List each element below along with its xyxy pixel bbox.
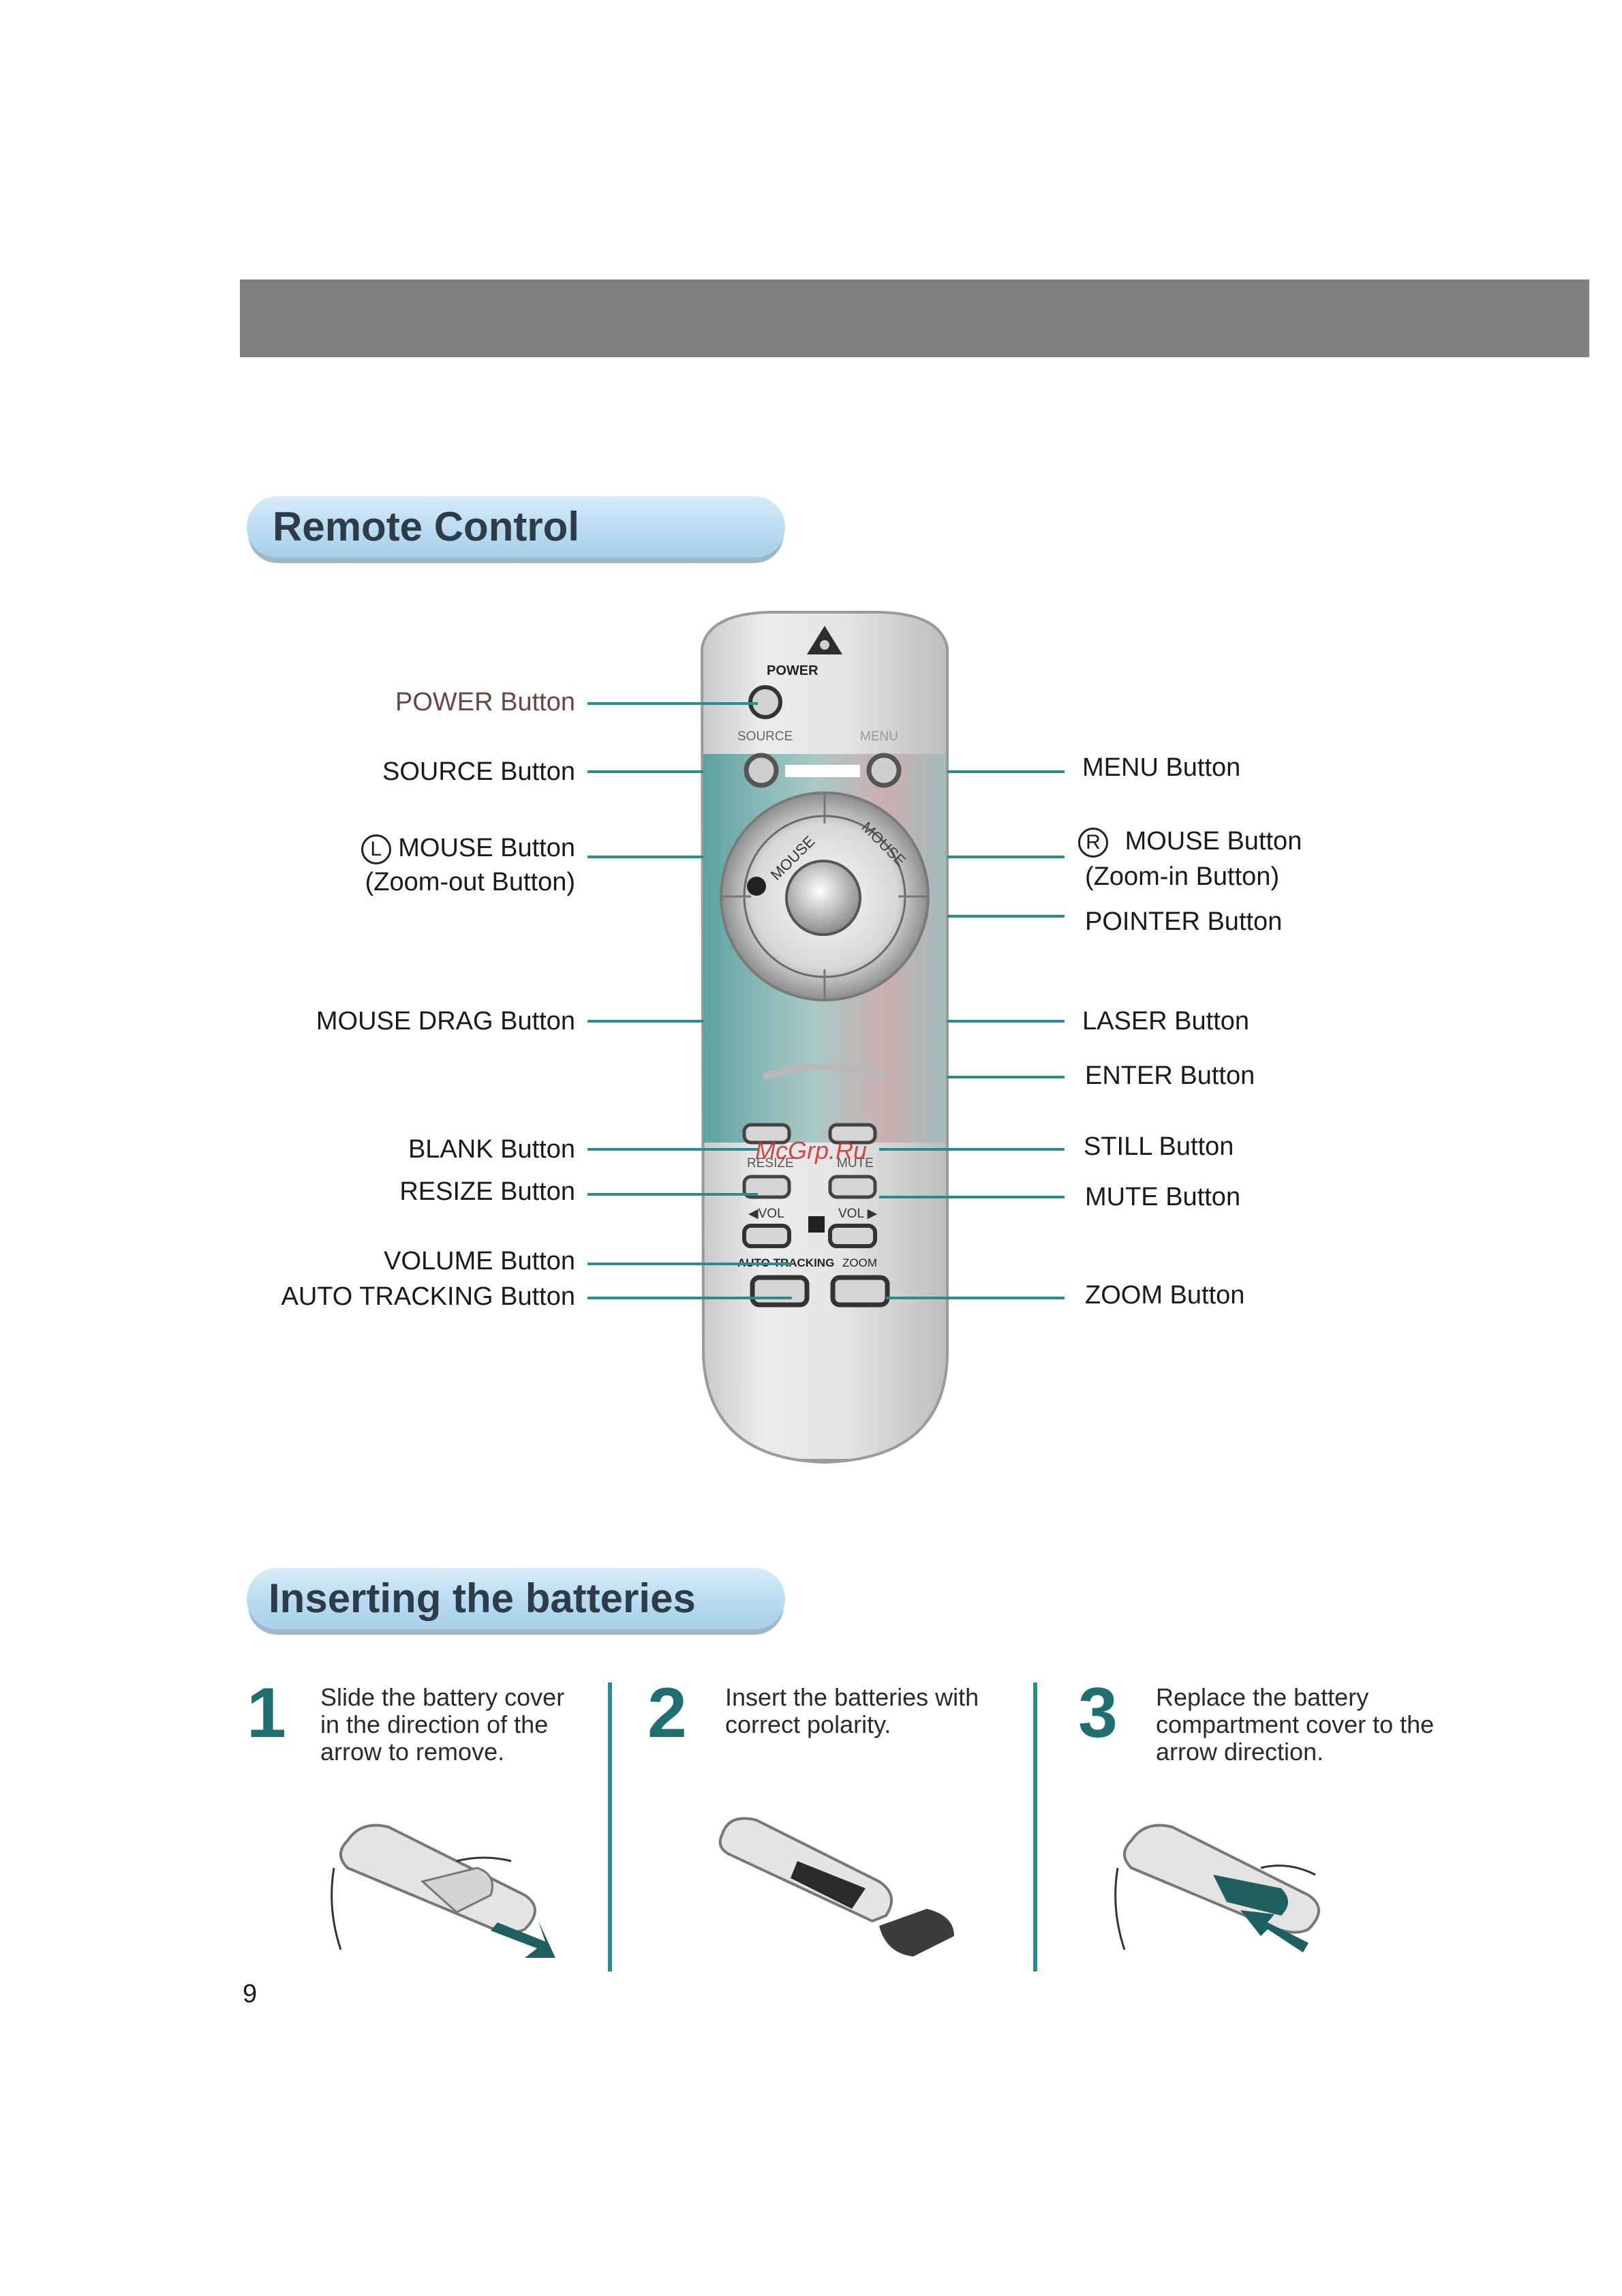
watermark: McGrp.Ru	[755, 1136, 867, 1164]
step-1-number: 1	[247, 1674, 286, 1753]
label-laser: LASER Button	[1082, 1007, 1250, 1036]
resize-key[interactable]	[742, 1175, 791, 1199]
label-blank: BLANK Button	[408, 1135, 575, 1164]
arrow-icon	[1240, 1910, 1309, 1952]
leader-laser	[947, 1020, 1065, 1023]
vol-down-label: ◀VOL	[748, 1207, 784, 1221]
arrow-icon	[491, 1921, 555, 1958]
header-bar	[240, 280, 1589, 357]
label-r-mouse-sub: (Zoom-in Button)	[1085, 862, 1280, 891]
zoom-key-label: ZOOM	[842, 1256, 877, 1269]
label-l-mouse: L MOUSE Button	[361, 833, 575, 864]
leader-still	[879, 1148, 1065, 1151]
r-badge-icon: R	[1078, 827, 1108, 858]
step-2-illustration	[718, 1817, 954, 1957]
leader-enter	[947, 1076, 1065, 1078]
laser-icon	[807, 626, 842, 654]
batteries-heading: Inserting the batteries	[247, 1568, 785, 1629]
leader-menu	[947, 770, 1065, 773]
leader-r-mouse	[947, 856, 1065, 858]
vol-down-key[interactable]	[742, 1224, 791, 1248]
step-1-text: Slide the battery cover in the direction…	[320, 1683, 565, 1766]
leader-resize	[587, 1193, 758, 1196]
label-auto-tracking: AUTO TRACKING Button	[281, 1282, 575, 1311]
pointer-key[interactable]	[785, 860, 861, 936]
label-enter: ENTER Button	[1085, 1061, 1255, 1090]
step-3-illustration	[1114, 1824, 1320, 1952]
leader-mouse-drag	[587, 1020, 703, 1023]
menu-key[interactable]	[866, 753, 902, 788]
source-key[interactable]	[744, 753, 779, 788]
step-3-text: Replace the battery compartment cover to…	[1156, 1683, 1435, 1766]
leader-auto-tracking	[587, 1297, 792, 1299]
menu-key-label: MENU	[860, 729, 898, 744]
source-key-label: SOURCE	[737, 729, 793, 744]
label-still: STILL Button	[1084, 1132, 1234, 1161]
vol-up-label: VOL ▶	[838, 1207, 878, 1221]
zoom-key[interactable]	[830, 1275, 890, 1308]
l-badge-icon: L	[361, 834, 391, 864]
label-r-mouse: R MOUSE Button	[1078, 826, 1302, 858]
step-divider-1	[608, 1682, 612, 1972]
leader-mute	[879, 1196, 1065, 1198]
label-l-mouse-sub: (Zoom-out Button)	[365, 868, 575, 896]
blank-key[interactable]	[742, 1123, 791, 1145]
leader-source	[587, 770, 703, 773]
remote-control-illustration: POWER SOURCE MENU MOUSE MOUSE RESIZE MUT…	[700, 611, 949, 1464]
leader-pointer	[947, 915, 1065, 918]
batteries-title: Inserting the batteries	[269, 1575, 696, 1621]
label-mouse-drag: MOUSE DRAG Button	[316, 1007, 575, 1036]
label-power: POWER Button	[395, 688, 575, 716]
power-key-label: POWER	[767, 663, 818, 678]
page-number: 9	[243, 1980, 258, 2008]
leader-zoom	[886, 1297, 1065, 1299]
vol-up-key[interactable]	[828, 1224, 877, 1248]
label-source: SOURCE Button	[382, 757, 575, 786]
step-2-number: 2	[647, 1674, 687, 1753]
leader-power	[587, 702, 758, 705]
mouse-left-dot	[747, 877, 766, 896]
resize-key-label: RESIZE	[747, 1156, 794, 1170]
still-key[interactable]	[828, 1123, 877, 1145]
remote-control-title: Remote Control	[273, 504, 579, 549]
label-zoom: ZOOM Button	[1085, 1281, 1245, 1310]
auto-tracking-key[interactable]	[750, 1275, 810, 1308]
label-resize: RESIZE Button	[399, 1177, 575, 1206]
label-pointer: POINTER Button	[1085, 907, 1283, 936]
label-menu: MENU Button	[1082, 753, 1241, 782]
leader-l-mouse	[587, 856, 703, 858]
step-3-number: 3	[1078, 1674, 1118, 1753]
mute-key[interactable]	[828, 1175, 877, 1199]
label-l-mouse-text: MOUSE Button	[398, 834, 575, 862]
step-divider-2	[1033, 1682, 1037, 1972]
leader-volume	[587, 1263, 792, 1265]
step-1-illustration	[331, 1824, 555, 1958]
label-r-mouse-text: MOUSE Button	[1124, 827, 1302, 856]
mute-key-label: MUTE	[837, 1156, 874, 1170]
label-volume: VOLUME Button	[384, 1247, 575, 1275]
step-2-text: Insert the batteries with correct polari…	[725, 1683, 979, 1738]
remote-control-heading: Remote Control	[247, 496, 785, 558]
label-mute: MUTE Button	[1085, 1183, 1241, 1211]
leader-blank	[587, 1148, 758, 1151]
